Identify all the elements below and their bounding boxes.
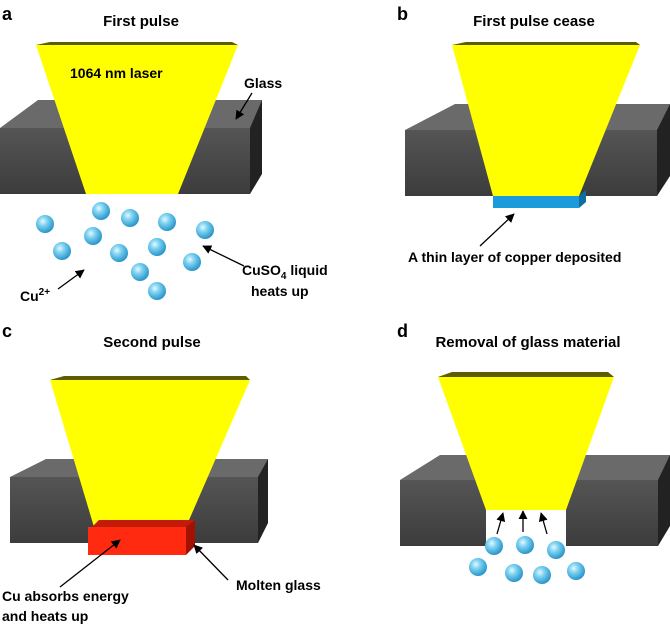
laser-beam — [36, 42, 238, 194]
ion-sphere — [110, 244, 128, 262]
glass-side-face — [658, 455, 670, 546]
liquid-label-post: liquid — [286, 262, 327, 278]
panel-c-letter: c — [2, 321, 12, 341]
molten-glass-region — [88, 520, 195, 555]
ion-sphere — [158, 213, 176, 231]
glass-front-face-left — [400, 480, 486, 546]
panel-d-letter: d — [397, 321, 408, 341]
laser-beam — [438, 372, 614, 510]
laser-front-face — [452, 45, 640, 196]
liquid-label-pre: CuSO — [242, 262, 281, 278]
panel-a-letter: a — [2, 4, 13, 24]
ejection-arrow — [538, 512, 548, 535]
ion-sphere — [469, 558, 487, 576]
molten-glass-side — [186, 520, 195, 555]
laser-front-face — [50, 380, 250, 527]
absorb-label-line1: Cu absorbs energy — [2, 588, 129, 604]
panel-a: a First pulse 1064 nm laser Glass — [0, 4, 328, 304]
liquid-arrow — [202, 245, 245, 267]
laser-front-face — [36, 45, 238, 194]
ion-label: Cu2+ — [20, 287, 50, 304]
copper-layer-side — [579, 190, 586, 208]
ion-sphere — [84, 227, 102, 245]
laser-beam — [452, 42, 640, 196]
glass-front-face-right — [566, 480, 658, 546]
laser-top-face — [452, 42, 640, 45]
laser-top-face — [50, 376, 250, 380]
ion-label-base: Cu — [20, 288, 39, 304]
laser-top-face — [36, 42, 238, 45]
ion-label-sup: 2+ — [39, 287, 51, 298]
copper-layer-front — [493, 196, 579, 208]
ion-sphere — [183, 253, 201, 271]
ion-sphere — [505, 564, 523, 582]
glass-side-face — [258, 459, 268, 543]
molten-arrow — [193, 544, 229, 581]
panel-c: c Second pulse Cu absorbs energy and hea… — [2, 321, 321, 624]
deposit-arrow — [479, 213, 515, 247]
copper-layer — [493, 190, 586, 208]
deposit-label: A thin layer of copper deposited — [408, 249, 621, 265]
ion-sphere — [196, 221, 214, 239]
ion-sphere — [148, 282, 166, 300]
glass-side-face — [657, 104, 670, 196]
ion-arrow — [57, 269, 85, 290]
panel-d-title: Removal of glass material — [435, 334, 620, 351]
glass-arrow — [235, 92, 253, 120]
panel-d: d Removal of glass material — [397, 321, 670, 584]
laser-front-face — [438, 377, 614, 510]
ion-sphere — [547, 541, 565, 559]
ejection-arrows — [496, 510, 548, 535]
ion-sphere — [148, 238, 166, 256]
panel-a-title: First pulse — [103, 13, 179, 30]
panel-b: b First pulse cease A thin layer of copp… — [397, 4, 670, 265]
molten-label: Molten glass — [236, 577, 321, 593]
laser-top-face — [438, 372, 614, 377]
ion-sphere — [92, 202, 110, 220]
panel-b-title: First pulse cease — [473, 13, 595, 30]
ion-sphere — [53, 242, 71, 260]
ion-sphere — [36, 215, 54, 233]
ejection-arrow — [496, 512, 506, 535]
laser-label: 1064 nm laser — [70, 65, 163, 81]
ejected-particles — [469, 536, 585, 584]
glass-side-face — [250, 100, 262, 194]
liquid-label-line2: heats up — [251, 283, 309, 299]
panel-c-title: Second pulse — [103, 334, 201, 351]
copper-ions — [36, 202, 214, 300]
molten-glass-front — [88, 527, 186, 555]
absorb-arrow — [59, 539, 121, 588]
ion-sphere — [533, 566, 551, 584]
ion-sphere — [516, 536, 534, 554]
glass-label: Glass — [244, 75, 282, 91]
ion-sphere — [121, 209, 139, 227]
absorb-label-line2: and heats up — [2, 608, 88, 624]
ion-sphere — [485, 537, 503, 555]
panel-b-letter: b — [397, 4, 408, 24]
ion-sphere — [567, 562, 585, 580]
molten-glass-top — [92, 520, 195, 527]
ion-sphere — [131, 263, 149, 281]
laser-beam — [50, 376, 250, 527]
liquid-label-sub: 4 — [281, 271, 287, 282]
liquid-label-line1: CuSO4 liquid — [242, 262, 328, 282]
